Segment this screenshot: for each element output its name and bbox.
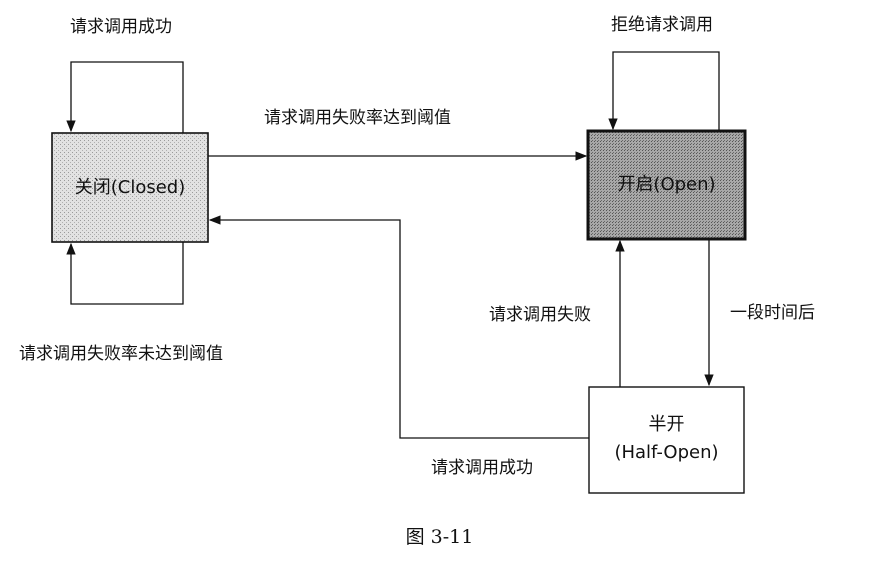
open-state-box: [586, 129, 747, 241]
half-open-to-closed-arrow: [208, 215, 589, 439]
open-self-loop-top: [608, 51, 720, 131]
half-open-state-box: [588, 386, 745, 494]
half-open-to-closed-label: 请求调用成功: [431, 458, 533, 478]
figure-caption: 图 3-11: [405, 526, 474, 548]
closed-self-loop-bottom: [66, 242, 184, 305]
closed-state-label: 关闭(Closed): [74, 177, 186, 198]
half-open-state-label-line1: 半开: [648, 414, 685, 435]
open-to-half-open-label: 一段时间后: [730, 303, 815, 323]
closed-to-open-label: 请求调用失败率达到阈值: [264, 108, 451, 128]
half-open-state-label-line2: (Half-Open): [614, 442, 719, 463]
closed-state-box: [51, 132, 209, 243]
closed-self-loop-top: [66, 61, 184, 133]
closed-self-loop-label: 请求调用成功: [70, 17, 172, 37]
open-state-label: 开启(Open): [617, 174, 716, 195]
half-open-to-open-label: 请求调用失败: [489, 305, 591, 325]
closed-self-loop-bottom-label: 请求调用失败率未达到阈值: [19, 344, 223, 364]
open-self-loop-label: 拒绝请求调用: [611, 15, 713, 35]
